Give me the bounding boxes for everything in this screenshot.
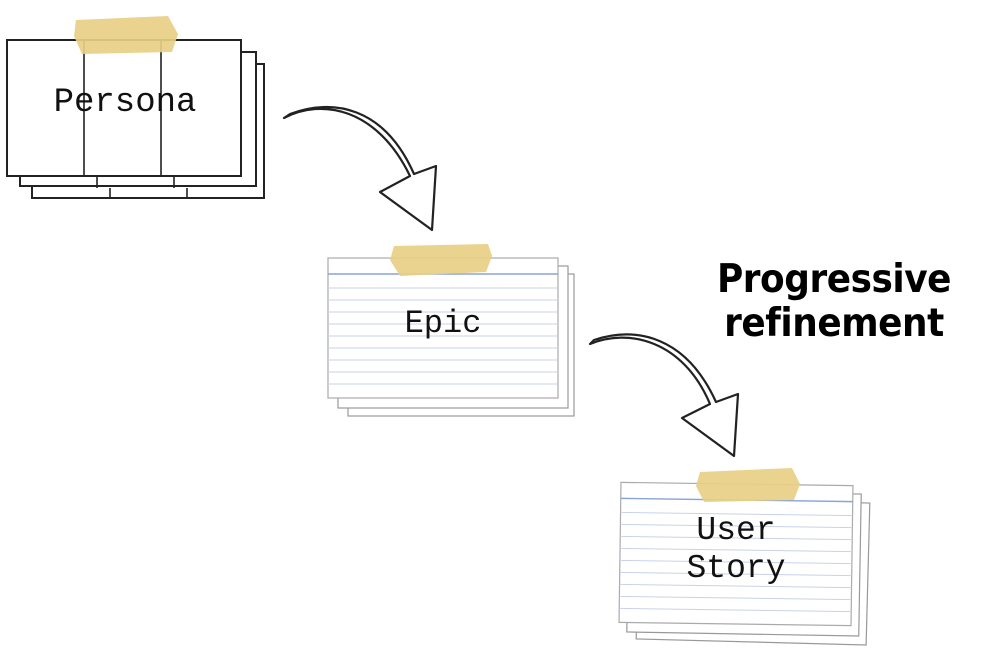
user-story-card-drawing: [618, 481, 871, 646]
caption-line-2: refinement: [724, 300, 944, 346]
progressive-refinement-caption: Progressive refinement: [714, 258, 953, 345]
epic-label: Epic: [404, 305, 482, 342]
arrow-icon: [282, 105, 438, 232]
persona-label: Persona: [53, 84, 197, 122]
user-story-label: User Story: [686, 512, 786, 587]
epic-tape: [390, 244, 492, 276]
user-story-tape: [696, 468, 800, 502]
arrow-icon: [588, 333, 740, 458]
arrow-epic-to-story: [588, 333, 740, 458]
user-story-card-stack: User Story: [616, 462, 880, 652]
arrow-persona-to-epic: [282, 105, 438, 232]
epic-card-stack: Epic: [326, 238, 586, 424]
persona-card-stack: Persona: [4, 14, 274, 214]
caption-line-1: Progressive: [716, 257, 952, 302]
persona-tape: [74, 16, 178, 54]
epic-card-drawing: [327, 257, 575, 417]
